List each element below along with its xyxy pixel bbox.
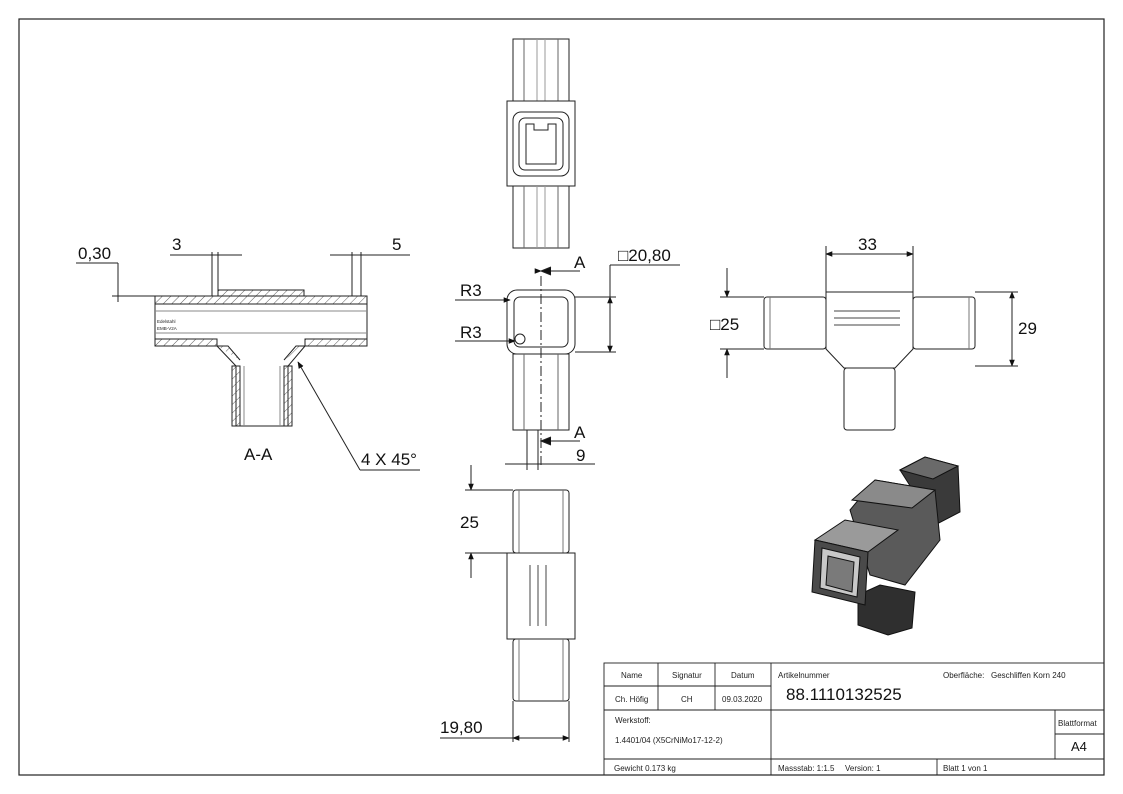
tb-name: Ch. Höfig — [615, 695, 648, 704]
tb-col-signatur: Signatur — [672, 671, 702, 680]
tb-werkstoff-label: Werkstoff: — [615, 716, 651, 725]
dim-square-2080: □20,80 — [618, 246, 671, 265]
top-view — [506, 38, 576, 249]
tb-surface-label: Oberfläche: — [943, 671, 984, 680]
dim-3: 3 — [172, 235, 181, 254]
front-view — [455, 264, 680, 470]
dim-9: 9 — [576, 446, 585, 465]
side-view — [720, 246, 1018, 431]
tb-blattformat-label: Blattformat — [1058, 719, 1097, 728]
tb-col-datum: Datum — [731, 671, 755, 680]
title-block — [603, 662, 1105, 776]
dim-25-vertical: 25 — [460, 513, 479, 532]
dim-r-bottom: R3 — [460, 323, 482, 342]
tb-artikel-label: Artikelnummer — [778, 671, 830, 680]
dim-33: 33 — [858, 235, 877, 254]
tb-artikel-value: 88.1110132525 — [786, 685, 902, 704]
tb-blattformat-value: A4 — [1071, 739, 1087, 754]
tb-signatur: CH — [681, 695, 693, 704]
inscription-line1: Edelstahl — [157, 319, 176, 324]
tb-massstab: Massstab: 1:1.5 — [778, 764, 835, 773]
dim-r-top: R3 — [460, 281, 482, 300]
bottom-view — [440, 465, 576, 742]
dim-1980: 19,80 — [440, 718, 483, 737]
dim-chamfer: 4 X 45° — [361, 450, 417, 469]
dim-29: 29 — [1018, 319, 1037, 338]
section-label: A-A — [244, 445, 273, 464]
tb-col-name: Name — [621, 671, 643, 680]
isometric-view — [811, 456, 961, 636]
dim-square-25: □25 — [710, 315, 739, 334]
section-mark-bottom: A — [574, 423, 586, 442]
section-view-aa — [76, 252, 420, 471]
drawing-frame — [18, 18, 1105, 776]
tb-werkstoff-value: 1.4401/04 (X5CrNiMo17-12-2) — [615, 736, 723, 745]
inscription-line2: EMB-V2A — [157, 326, 177, 331]
tb-blatt: Blatt 1 von 1 — [943, 764, 988, 773]
tb-gewicht: Gewicht 0.173 kg — [614, 764, 676, 773]
section-mark-top: A — [574, 253, 586, 272]
dim-wall-thickness: 0,30 — [78, 244, 111, 263]
dim-5: 5 — [392, 235, 401, 254]
tb-surface-value: Geschliffen Korn 240 — [991, 671, 1066, 680]
tb-datum: 09.03.2020 — [722, 695, 763, 704]
tb-version: Version: 1 — [845, 764, 881, 773]
